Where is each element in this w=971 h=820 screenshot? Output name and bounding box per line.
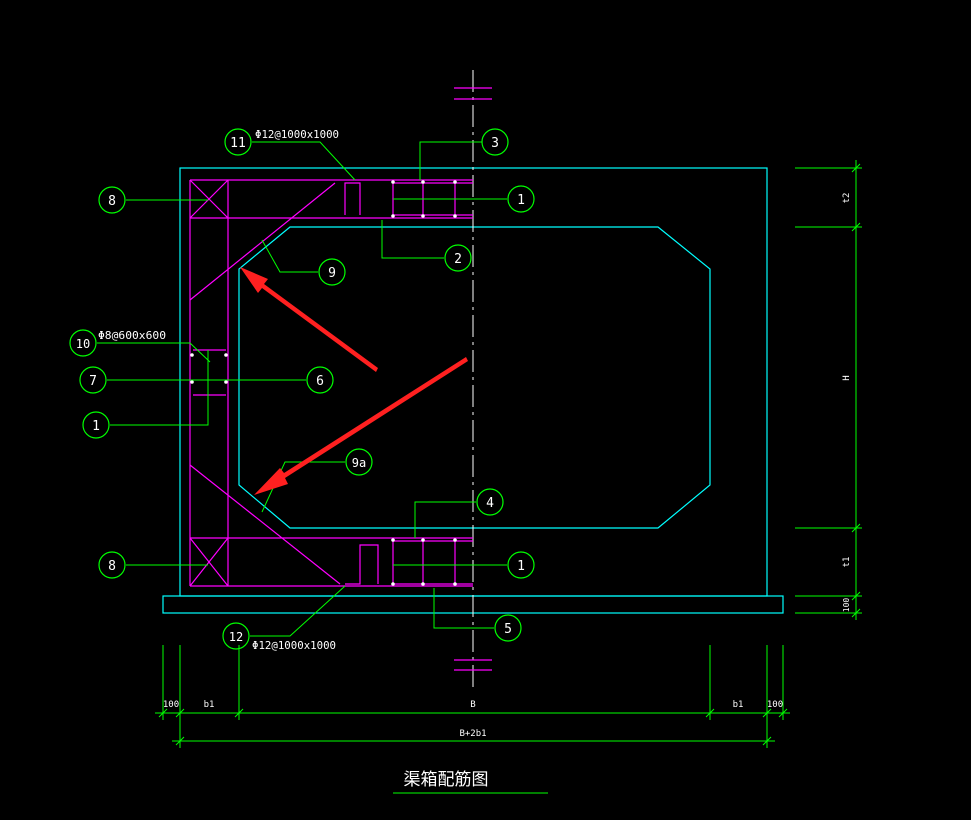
rebar-dot: [421, 180, 425, 184]
rebar-line: [189, 179, 229, 219]
rebar-dot: [453, 538, 457, 542]
dim-side-H: H: [842, 375, 852, 380]
svg-text:8: 8: [108, 559, 116, 574]
callout-3: 3: [481, 128, 509, 156]
svg-text:7: 7: [89, 374, 97, 389]
dim-side-100: 100: [842, 598, 851, 613]
svg-text:12: 12: [229, 630, 243, 644]
annotation-rebar-10: Φ8@600x600: [98, 329, 166, 342]
callout-4: 4: [476, 488, 504, 516]
bottom-dimensions: [155, 645, 790, 748]
svg-text:5: 5: [504, 622, 512, 637]
leader-9a: [261, 461, 345, 513]
svg-text:11: 11: [230, 136, 246, 151]
callout-9a: 9a: [345, 448, 373, 476]
leader-4: [414, 501, 476, 538]
callout-8-top: 8: [98, 186, 126, 214]
dim-left-100: 100: [163, 700, 179, 710]
callout-1-left: 1: [82, 411, 110, 439]
svg-text:1: 1: [92, 419, 100, 434]
svg-text:9: 9: [328, 266, 336, 281]
svg-text:1: 1: [517, 193, 525, 208]
dim-center-B: B: [470, 700, 475, 710]
leader-11: [252, 141, 356, 181]
svg-text:9a: 9a: [352, 456, 366, 470]
callout-1-bottom: 1: [507, 551, 535, 579]
rebar-dot: [453, 180, 457, 184]
callout-6: 6: [306, 366, 334, 394]
dim-right-100: 100: [767, 700, 783, 710]
callout-8-bottom: 8: [98, 551, 126, 579]
rebar-dot: [190, 353, 194, 357]
leader-3: [419, 141, 482, 180]
svg-text:8: 8: [108, 194, 116, 209]
center-axis: [454, 70, 492, 690]
rebar-dot: [391, 582, 395, 586]
callout-1-top: 1: [507, 185, 535, 213]
rebar-dot: [421, 214, 425, 218]
svg-text:3: 3: [491, 136, 499, 151]
callout-7: 7: [79, 366, 107, 394]
rebar-dot: [190, 380, 194, 384]
rebar-dot: [391, 214, 395, 218]
inner-opening: [238, 226, 711, 529]
rebar-dot: [421, 582, 425, 586]
annotation-rebar-11: Φ12@1000x1000: [255, 128, 339, 141]
rebar-hook-12: [345, 544, 379, 585]
leader-12: [250, 585, 346, 637]
red-arrow-upper: [240, 267, 378, 372]
svg-text:4: 4: [486, 496, 494, 511]
rebar-diagonal-9a: [189, 464, 341, 585]
leader-5: [433, 588, 494, 629]
rebar-hook-11: [344, 182, 361, 215]
dim-left-b1: b1: [204, 700, 215, 710]
rebar-dot: [224, 380, 228, 384]
rebar-dot: [391, 180, 395, 184]
dim-side-t1: t1: [842, 557, 852, 568]
dim-total: B+2b1: [459, 729, 486, 739]
rebar-dot: [224, 353, 228, 357]
side-dimensions: [795, 160, 862, 620]
callout-11: 11: [224, 128, 252, 156]
rebar-dot: [421, 538, 425, 542]
annotation-rebar-12: Φ12@1000x1000: [252, 639, 336, 652]
leader-2: [381, 220, 444, 259]
callout-12: 12: [222, 622, 250, 650]
red-arrows: [240, 267, 468, 495]
drawing-title: 渠箱配筋图: [404, 770, 489, 790]
svg-text:1: 1: [517, 559, 525, 574]
rebar-dot: [453, 214, 457, 218]
leader-1-left: [110, 350, 209, 426]
callout-9: 9: [318, 258, 346, 286]
callout-5: 5: [494, 614, 522, 642]
svg-text:6: 6: [316, 374, 324, 389]
dim-right-b1: b1: [733, 700, 744, 710]
leader-9: [261, 239, 318, 273]
svg-text:10: 10: [76, 337, 90, 351]
callouts: 11 3 8 1 2 9 10 7: [69, 128, 535, 650]
callout-2: 2: [444, 244, 472, 272]
rebar-line: [189, 537, 229, 587]
leader-lines: [97, 141, 507, 637]
rebar-dot: [391, 538, 395, 542]
leader-10: [97, 342, 211, 363]
red-arrow-lower: [254, 357, 468, 495]
svg-text:2: 2: [454, 252, 462, 267]
callout-10: 10: [69, 329, 97, 357]
dim-side-t2: t2: [842, 193, 852, 204]
rebar-dot: [453, 582, 457, 586]
